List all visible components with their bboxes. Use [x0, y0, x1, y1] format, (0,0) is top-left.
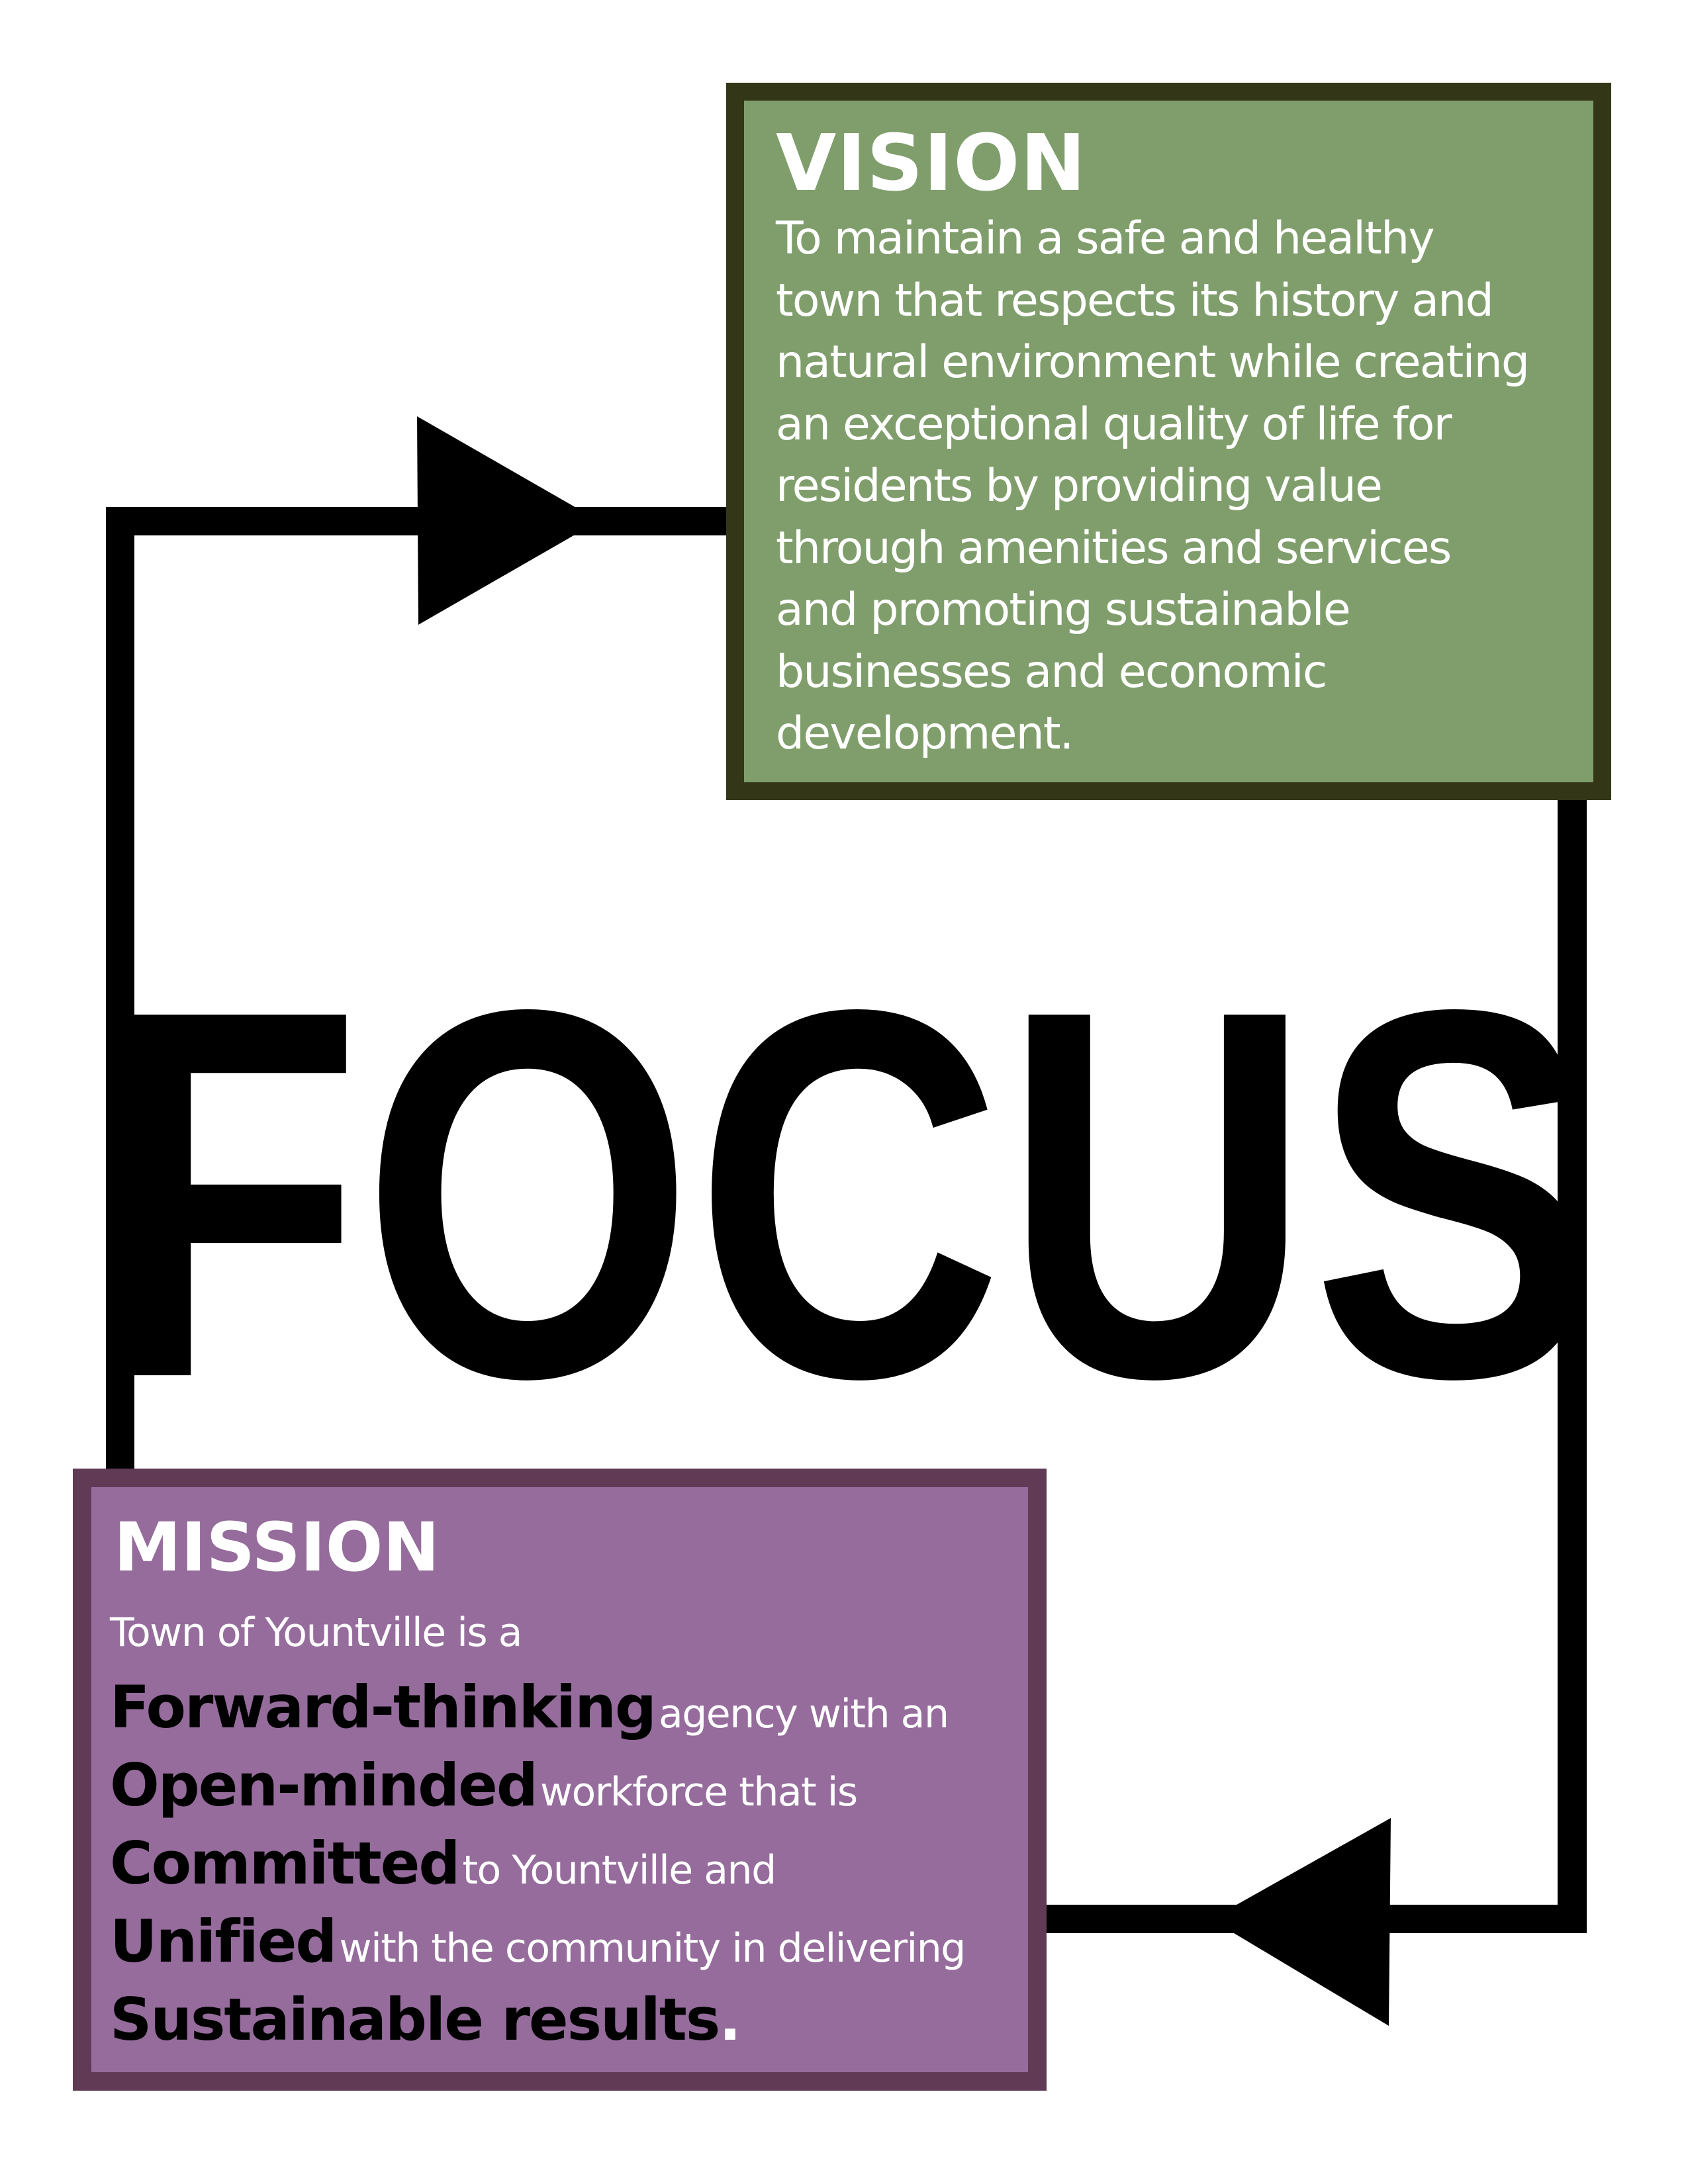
- mission-line: Committed to Yountville and: [110, 1829, 1050, 1907]
- mission-keyword: Sustainable results: [110, 1985, 720, 2054]
- vision-box: VISION To maintain a safe and healthy to…: [726, 83, 1611, 800]
- arrow-right-icon: [417, 416, 599, 625]
- focus-wordmark: FOCUS: [101, 901, 1597, 1486]
- vision-line: residents by providing value: [776, 460, 1383, 512]
- vision-title: VISION: [776, 117, 1087, 208]
- mission-line-text: agency with an: [658, 1691, 949, 1737]
- mission-line-text: workforce that is: [539, 1769, 858, 1815]
- vision-line: and promoting sustainable: [776, 584, 1351, 636]
- vision-line: town that respects its history and: [776, 274, 1494, 327]
- vision-line: an exceptional quality of life for: [776, 398, 1452, 451]
- mission-keyword: Forward-thinking: [110, 1673, 657, 1741]
- vision-line: businesses and economic: [776, 645, 1327, 698]
- mission-line: Open-minded workforce that is: [110, 1751, 1050, 1829]
- vision-line: development.: [776, 707, 1074, 760]
- connector-left-vertical: [106, 507, 134, 1469]
- mission-line-text: with the community in delivering: [339, 1925, 966, 1972]
- arrow-left-icon: [1211, 1818, 1391, 2026]
- vision-line: To maintain a safe and healthy: [776, 212, 1435, 265]
- mission-line: Sustainable results.: [110, 1985, 1050, 2064]
- mission-period: .: [719, 1985, 741, 2054]
- mission-keyword: Unified: [110, 1907, 337, 1976]
- mission-title: MISSION: [114, 1508, 440, 1587]
- connector-top-horizontal: [106, 507, 728, 535]
- vision-statement: To maintain a safe and healthy town that…: [776, 208, 1623, 765]
- connector-right-vertical: [1558, 797, 1587, 1933]
- vision-line: through amenities and services: [776, 522, 1452, 574]
- mission-keyword: Open-minded: [110, 1751, 538, 1819]
- mission-intro: Town of Yountville is a: [110, 1610, 522, 1656]
- mission-line: Forward-thinking agency with an: [110, 1673, 1050, 1751]
- mission-line: Unified with the community in delivering: [110, 1907, 1050, 1985]
- mission-statement: Town of Yountville is a Forward-thinking…: [110, 1610, 1050, 2064]
- mission-keyword: Committed: [110, 1829, 460, 1897]
- vision-line: natural environment while creating: [776, 336, 1530, 388]
- mission-line-text: to Yountville and: [462, 1847, 777, 1893]
- mission-box: MISSION Town of Yountville is a Forward-…: [73, 1469, 1047, 2091]
